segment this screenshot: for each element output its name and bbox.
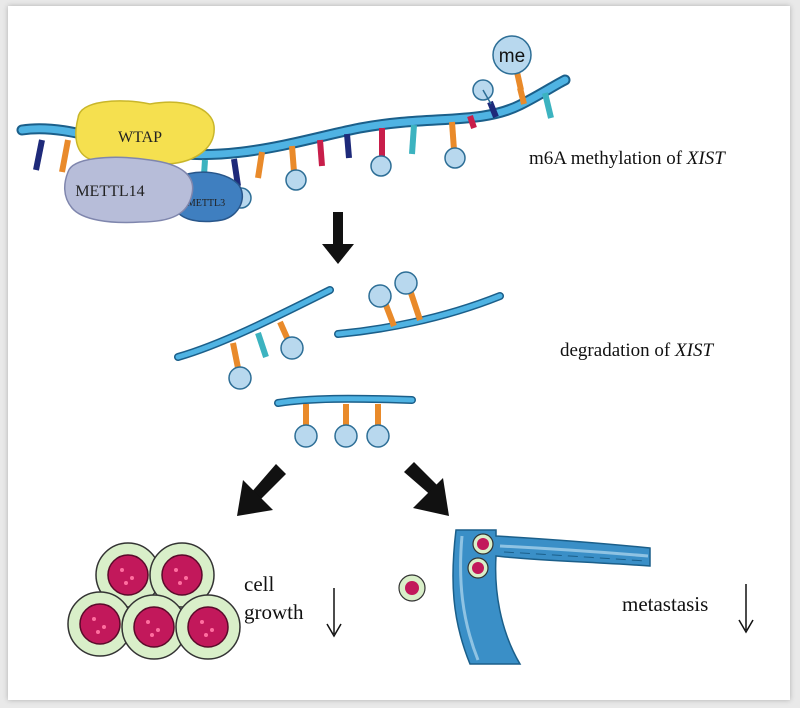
growth-label: growth [244, 600, 304, 624]
circulating-cell [472, 533, 494, 555]
decrease-arrow-icon [738, 584, 754, 634]
me-methyl-icon: me [492, 35, 532, 91]
rna-fragment-2 [334, 271, 504, 338]
degradation-label: degradation of XIST [560, 340, 714, 361]
rna-bases [33, 87, 554, 191]
cell-cluster [67, 542, 241, 660]
methylation-label: m6A methylation of XIST [529, 148, 725, 169]
cell [121, 594, 187, 660]
arrow-down-left-icon [237, 464, 286, 516]
arrow-down-icon [322, 212, 354, 264]
mettl14-label: METTL14 [75, 183, 144, 200]
blood-vessel [452, 529, 651, 665]
arrow-down-right-icon [404, 462, 449, 516]
decrease-arrow-icon [326, 588, 342, 638]
me-label: me [499, 46, 525, 67]
metastasis-label: metastasis [622, 592, 709, 616]
rna-fragment-3 [274, 394, 416, 448]
cell [175, 594, 241, 660]
mettl3-label: METTL3 [187, 198, 225, 209]
cell-growth-label: cell growth [244, 570, 304, 626]
mettl14-protein [64, 156, 194, 224]
single-cell [398, 574, 426, 602]
cell [95, 542, 161, 608]
writer-complex: WTAP METTL3 METTL14 [64, 100, 243, 224]
circulating-cell [467, 557, 489, 579]
rna-fragment-1 [174, 286, 334, 390]
cell-label: cell [244, 572, 275, 596]
cell [149, 542, 215, 608]
wtap-label: WTAP [118, 129, 162, 146]
